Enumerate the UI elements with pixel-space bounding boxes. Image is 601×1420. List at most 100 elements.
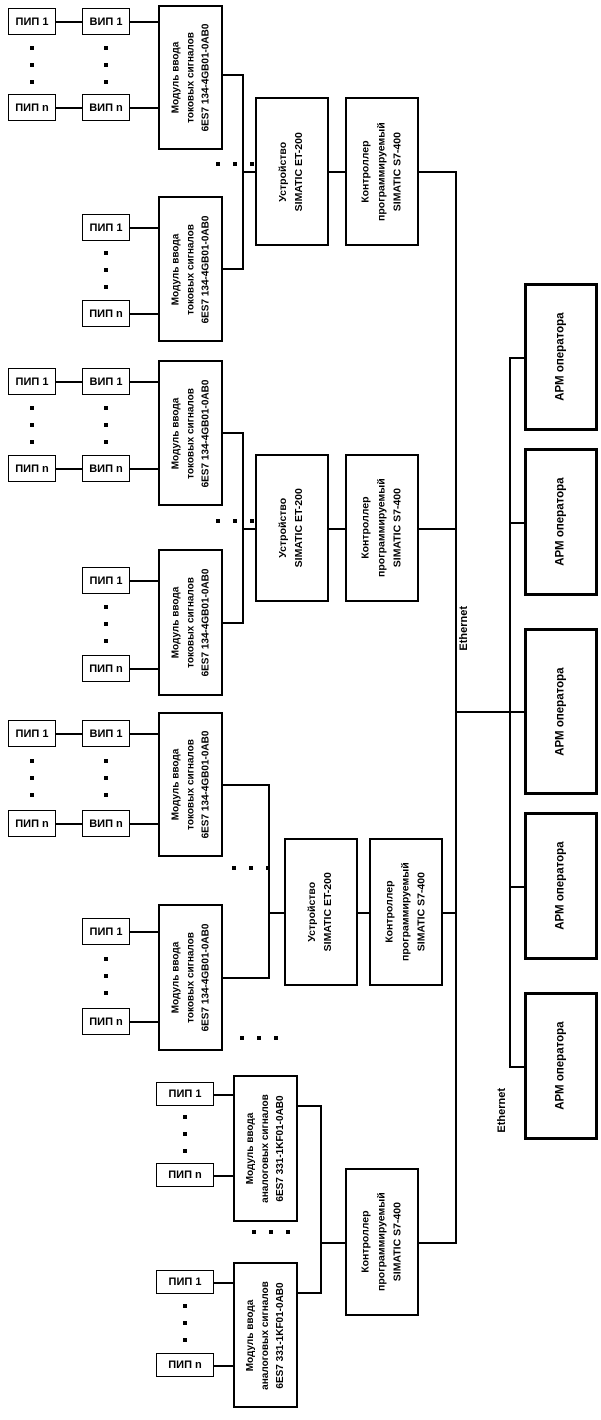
ethernet-label: Ethernet <box>457 605 470 651</box>
vip-box: ВИП 1 <box>82 720 130 747</box>
ellipsis-dots <box>183 1115 187 1153</box>
arm-operator-box: АРМ оператора <box>524 448 598 596</box>
connector-line <box>223 74 242 76</box>
pip-box: ПИП 1 <box>156 1270 214 1294</box>
pip-box: ПИП n <box>82 300 130 327</box>
pip-label: ПИП n <box>89 307 123 320</box>
ellipsis-dots <box>104 406 108 444</box>
arm-operator-box: АРМ оператора <box>524 628 598 795</box>
connector-line <box>419 528 455 530</box>
connector-line <box>242 74 244 270</box>
pip-box: ПИП 1 <box>82 214 130 241</box>
pip-box: ПИП 1 <box>8 368 56 395</box>
connector-line <box>130 107 158 109</box>
vip-box: ВИП n <box>82 94 130 121</box>
ethernet-label: Ethernet <box>495 1087 508 1133</box>
connector-line <box>56 107 82 109</box>
connector-line <box>56 21 82 23</box>
vip-label: ВИП 1 <box>89 375 123 388</box>
connector-line <box>329 528 345 530</box>
vip-label: ВИП n <box>89 101 123 114</box>
connector-line <box>130 381 158 383</box>
ellipsis-dots <box>104 605 108 643</box>
connector-line <box>130 931 158 933</box>
arm-operator-label: АРМ оператора <box>554 841 567 931</box>
connector-line <box>455 711 524 713</box>
ellipsis-dots <box>104 759 108 797</box>
connector-line <box>56 823 82 825</box>
connector-line <box>130 21 158 23</box>
connector-line <box>223 432 242 434</box>
connector-line <box>320 1105 322 1294</box>
connector-line <box>223 977 268 979</box>
connector-line <box>509 886 524 888</box>
pip-box: ПИП n <box>156 1163 214 1187</box>
connector-line <box>509 1066 524 1068</box>
ellipsis-dots <box>216 162 254 166</box>
connector-line <box>56 381 82 383</box>
arm-operator-label: АРМ оператора <box>554 477 567 567</box>
vip-label: ВИП 1 <box>89 727 123 740</box>
pip-box: ПИП n <box>82 655 130 682</box>
arm-operator-label: АРМ оператора <box>554 312 567 402</box>
connector-line <box>242 432 244 624</box>
pip-label: ПИП n <box>15 462 49 475</box>
pip-box: ПИП n <box>8 455 56 482</box>
ethernet-bus-line <box>509 357 511 1068</box>
vip-label: ВИП n <box>89 817 123 830</box>
vip-label: ВИП n <box>89 462 123 475</box>
connector-line <box>298 1292 320 1294</box>
pip-label: ПИП 1 <box>168 1088 202 1100</box>
pip-label: ПИП 1 <box>15 375 49 388</box>
connector-line <box>242 171 255 173</box>
connector-line <box>223 784 268 786</box>
connector-line <box>130 823 158 825</box>
arm-operator-box: АРМ оператора <box>524 992 598 1140</box>
vip-box: ВИП n <box>82 810 130 837</box>
pip-box: ПИП 1 <box>82 567 130 594</box>
vip-box: ВИП n <box>82 455 130 482</box>
pip-box: ПИП 1 <box>156 1082 214 1106</box>
pip-label: ПИП n <box>89 1015 123 1028</box>
pip-label: ПИП 1 <box>168 1276 202 1288</box>
connector-line <box>320 1242 345 1244</box>
ellipsis-dots <box>216 519 254 523</box>
vip-box: ВИП 1 <box>82 368 130 395</box>
arm-operator-box: АРМ оператора <box>524 812 598 960</box>
arm-operator-label: АРМ оператора <box>554 1021 567 1111</box>
arm-operator-label: АРМ оператора <box>554 667 567 756</box>
ellipsis-dots <box>30 759 34 797</box>
connector-line <box>56 468 82 470</box>
connector-line <box>130 668 158 670</box>
connector-line <box>419 171 455 173</box>
pip-box: ПИП 1 <box>8 720 56 747</box>
ellipsis-dots <box>240 1036 278 1040</box>
pip-box: ПИП n <box>8 810 56 837</box>
pip-box: ПИП n <box>8 94 56 121</box>
connector-line <box>214 1094 233 1096</box>
pip-label: ПИП 1 <box>89 574 123 587</box>
vip-box: ВИП 1 <box>82 8 130 35</box>
connector-line <box>509 522 524 524</box>
